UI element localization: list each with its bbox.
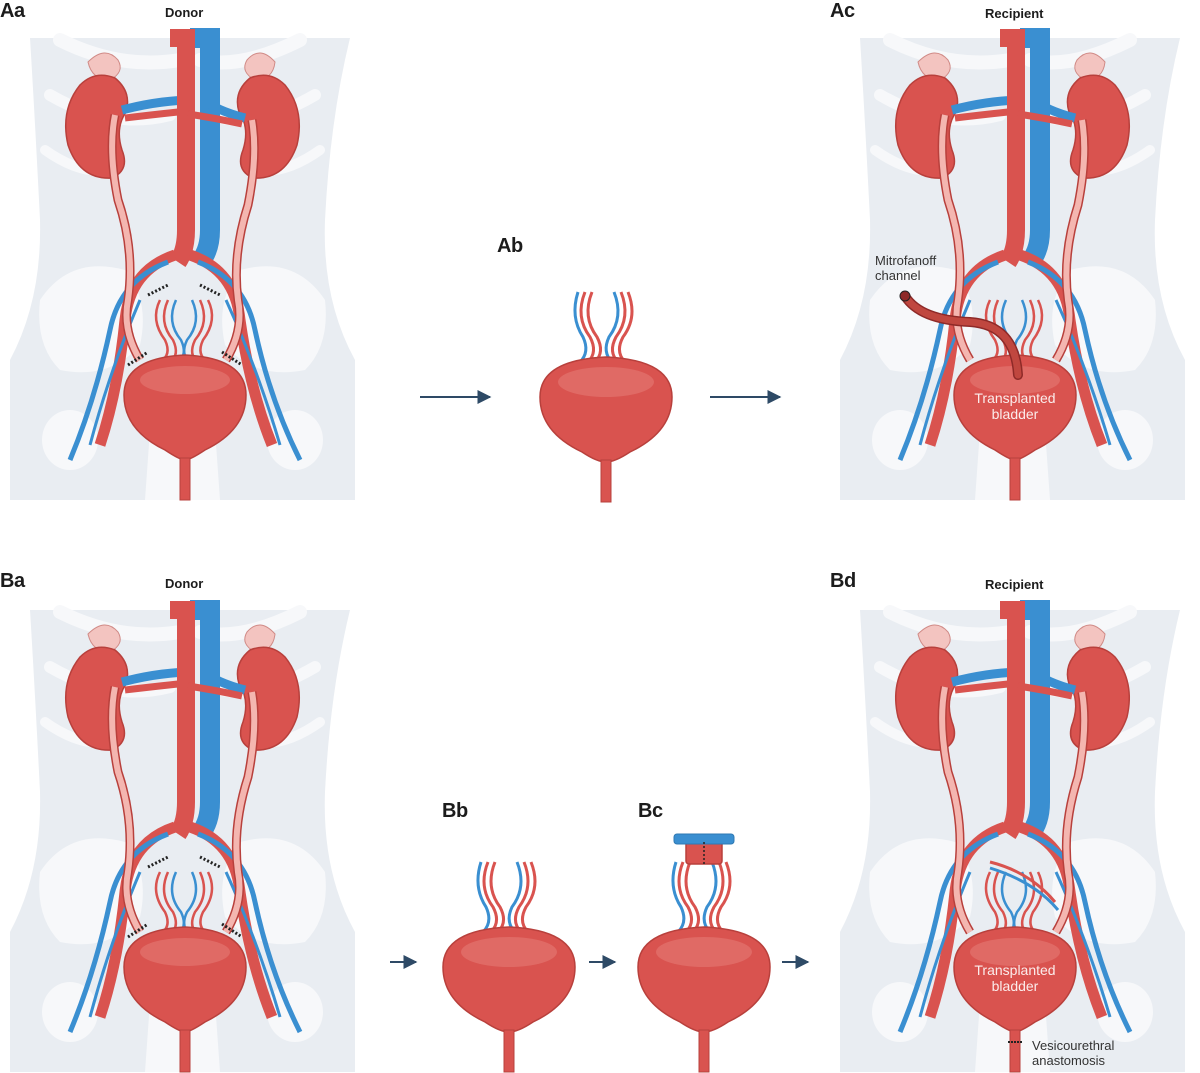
bladder-graft-a	[538, 290, 674, 504]
donor-figure-a	[10, 38, 355, 500]
transplanted-bladder-label-a: Transplanted bladder	[955, 390, 1075, 422]
panel-title-aa: Donor	[165, 5, 204, 20]
bladder-label-b-line1: Transplanted	[974, 962, 1056, 978]
recipient-figure-a	[840, 38, 1185, 500]
anastomosis-label-line1: Vesicourethral	[1032, 1038, 1115, 1053]
panel-id-ba: Ba	[0, 570, 25, 592]
bladder-label-a-line2: bladder	[991, 406, 1039, 422]
panel-id-ac: Ac	[830, 0, 855, 22]
mitrofanoff-label-line1: Mitrofanoff	[875, 253, 937, 268]
bladder-graft-b	[441, 860, 577, 1073]
panel-title-bd: Recipient	[985, 577, 1044, 592]
panel-title-ac: Recipient	[985, 6, 1044, 21]
panel-id-bd: Bd	[830, 570, 856, 592]
recipient-figure-b	[840, 610, 1185, 1072]
panel-title-ba: Donor	[165, 576, 204, 591]
donor-figure-b	[10, 610, 355, 1072]
mitrofanoff-label-line2: channel	[875, 268, 921, 283]
panel-id-bc: Bc	[638, 800, 663, 822]
panel-id-bb: Bb	[442, 800, 468, 822]
transplanted-bladder-label-b: Transplanted bladder	[955, 962, 1075, 994]
anastomosis-label-line2: anastomosis	[1032, 1053, 1105, 1068]
mitrofanoff-label: Mitrofanoff channel	[875, 253, 936, 283]
panel-id-ab: Ab	[497, 235, 523, 257]
anastomosis-label: Vesicourethral anastomosis	[1032, 1038, 1114, 1068]
bladder-label-b-line2: bladder	[991, 978, 1039, 994]
panel-id-aa: Aa	[0, 0, 25, 22]
bladder-label-a-line1: Transplanted	[974, 390, 1056, 406]
bladder-graft-c	[636, 833, 772, 1073]
